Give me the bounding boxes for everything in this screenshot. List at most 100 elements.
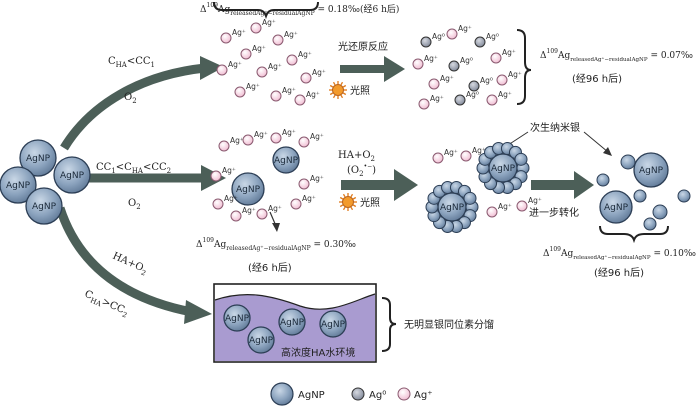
middle-delta-label: Δ109AgreleasedAg⁺−residualAgNP = 0.30‰ <box>196 237 356 252</box>
svg-text:Ag⁺: Ag⁺ <box>228 60 242 69</box>
svg-text:Ag⁺: Ag⁺ <box>498 202 512 211</box>
svg-text:AgNP: AgNP <box>249 336 274 346</box>
svg-text:Ag⁺: Ag⁺ <box>246 82 260 91</box>
ag-plus-ion: Ag⁺ <box>256 62 282 78</box>
pointer-secondary-nano-silver-right <box>583 131 609 153</box>
top-delta-label: Δ109AgreleasedAg⁺−residualAgNP = 0.18‰(经… <box>200 2 399 17</box>
middle-branch: CC1<CHA<CC2 O2 AgNPAgNPAg⁺Ag⁺Ag⁺Ag⁺Ag⁺Ag… <box>96 121 696 279</box>
svg-text:Ag⁺: Ag⁺ <box>224 194 238 203</box>
legend: AgNP Ag⁰ Ag⁺ <box>270 382 432 406</box>
svg-text:AgNP: AgNP <box>491 164 516 174</box>
ag-plus-ion: Ag⁺ <box>486 90 512 106</box>
arrows <box>55 56 612 324</box>
ag-plus-ion: Ag⁺ <box>298 132 324 148</box>
svg-text:AgNP: AgNP <box>274 156 299 166</box>
svg-text:Ag⁺: Ag⁺ <box>472 146 486 155</box>
secondary-nanoparticle <box>620 154 636 170</box>
arrow-to-bottom-branch <box>55 206 193 317</box>
arrow-photoreduction <box>340 56 405 82</box>
svg-text:Ag⁺: Ag⁺ <box>230 136 244 145</box>
svg-text:Ag⁺: Ag⁺ <box>310 132 324 141</box>
photoreduction-label: 光还原反应 <box>338 40 388 53</box>
arrow-to-top-branch <box>60 63 206 151</box>
svg-text:AgNP: AgNP <box>225 314 250 324</box>
agnp-particle: AgNP <box>231 172 265 206</box>
secondary-nanoparticle <box>633 189 647 203</box>
agnp-particle: AgNP <box>25 187 63 225</box>
agnp-particle: AgNP <box>0 166 37 204</box>
ag-plus-ion: Ag⁺ <box>240 44 266 60</box>
arrow-head-bottom-branch <box>184 300 212 324</box>
ag-plus-ion: Ag⁺ <box>496 70 522 86</box>
middle-light-label: 光照 <box>360 196 380 209</box>
svg-text:AgNP: AgNP <box>6 181 31 191</box>
svg-text:Ag⁺: Ag⁺ <box>302 194 316 203</box>
svg-text:Ag⁰: Ag⁰ <box>480 76 493 85</box>
top-reactant: O2 <box>124 92 137 105</box>
ag-plus-ion: Ag⁺ <box>486 202 512 218</box>
ag-plus-ion: Ag⁺ <box>210 166 236 182</box>
legend-ag0-marker <box>351 387 365 401</box>
svg-text:AgNP: AgNP <box>236 185 261 195</box>
ag-plus-ion: Ag⁺ <box>294 90 320 106</box>
svg-text:Ag⁺: Ag⁺ <box>242 206 256 215</box>
secondary-nanoparticle <box>514 152 528 166</box>
ag-zero-atom: Ag⁰ <box>474 32 499 48</box>
middle-reactant: O2 <box>128 198 141 211</box>
source-agnp-cluster: AgNP AgNP AgNP AgNP <box>0 139 91 225</box>
arrow-head-top-branch <box>200 56 224 80</box>
bottom-reagent: HA+O2 <box>110 251 149 278</box>
agnp-particle: AgNP <box>278 308 306 336</box>
svg-text:Ag⁺: Ag⁺ <box>282 128 296 137</box>
secondary-nanoparticle <box>596 173 610 187</box>
svg-text:Ag⁺: Ag⁺ <box>430 94 444 103</box>
svg-text:Ag⁰: Ag⁰ <box>466 90 479 99</box>
agnp-particle: AgNP <box>599 190 633 224</box>
svg-text:AgNP: AgNP <box>26 154 51 164</box>
svg-text:Ag⁺: Ag⁺ <box>254 130 268 139</box>
secondary-nanoparticle <box>643 217 657 231</box>
bottom-brace-icon <box>381 297 397 352</box>
svg-text:Ag⁺: Ag⁺ <box>498 90 512 99</box>
top-light-label: 光照 <box>350 84 370 97</box>
ag-zero-atom: Ag⁰ <box>420 32 445 48</box>
middle-result-delta: Δ109AgreleasedAg⁺−residualAgNP = 0.10‰ <box>543 246 696 261</box>
svg-text:AgNP: AgNP <box>32 202 57 212</box>
top-result-time: (经96 h后) <box>572 72 622 85</box>
svg-text:Ag⁺: Ag⁺ <box>458 24 472 33</box>
ag-plus-ion: Ag⁺ <box>460 146 486 162</box>
arrow-ha-oxidation <box>341 169 418 201</box>
svg-text:Ag⁺: Ag⁺ <box>444 148 458 157</box>
ag-plus-ion: Ag⁺ <box>270 86 296 102</box>
svg-text:Ag⁺: Ag⁺ <box>306 90 320 99</box>
svg-text:AgNP: AgNP <box>604 203 629 213</box>
sun-icon <box>329 81 347 99</box>
svg-text:Ag⁺: Ag⁺ <box>262 18 276 27</box>
svg-text:Ag⁺: Ag⁺ <box>312 68 326 77</box>
agnp-particle: AgNP <box>19 139 57 177</box>
middle-condition: CC1<CHA<CC2 <box>96 162 171 175</box>
secondary-nanoparticle <box>652 204 668 220</box>
ag-zero-atom: Ag⁰ <box>468 76 493 92</box>
ag-plus-ion: Ag⁺ <box>272 30 298 46</box>
legend-agnp-label: AgNP <box>298 390 325 401</box>
ag-zero-atom: Ag⁰ <box>448 56 473 72</box>
secondary-nanoparticle <box>463 191 477 205</box>
secondary-nanoparticle <box>677 189 691 203</box>
svg-text:AgNP: AgNP <box>321 320 346 330</box>
svg-text:AgNP: AgNP <box>639 166 664 176</box>
svg-text:Ag⁺: Ag⁺ <box>502 48 516 57</box>
bottom-condition: CHA>CC2 <box>82 289 130 320</box>
top-condition: CHA<CC1 <box>108 56 155 69</box>
legend-ag0-label: Ag⁰ <box>369 390 386 401</box>
svg-text:AgNP: AgNP <box>440 203 465 213</box>
svg-text:AgNP: AgNP <box>60 171 85 181</box>
agnp-particle: AgNP <box>53 156 91 194</box>
ag-plus-ion: Ag⁺ <box>242 130 268 146</box>
ag-plus-ion: Ag⁺ <box>428 74 454 90</box>
svg-text:AgNP: AgNP <box>280 318 305 328</box>
svg-text:Ag⁺: Ag⁺ <box>424 54 438 63</box>
